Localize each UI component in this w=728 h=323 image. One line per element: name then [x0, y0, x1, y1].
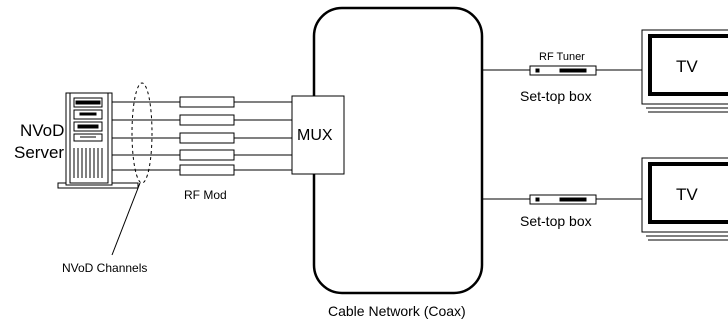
- server-computer: [58, 93, 138, 188]
- cable-network-label: Cable Network (Coax): [328, 303, 466, 319]
- settop-box-1: [530, 66, 596, 75]
- rf-modulators: [180, 97, 234, 175]
- settop-box-1-label: Set-top box: [520, 88, 592, 104]
- rf-modulator: [180, 165, 234, 175]
- settop-box-2-label: Set-top box: [520, 213, 592, 229]
- channels-pointer-line: [112, 183, 140, 255]
- server-label-line2: Server: [14, 143, 64, 162]
- rf-mod-label: RF Mod: [184, 188, 227, 202]
- tv-1-label: TV: [676, 57, 698, 76]
- rf-modulator: [180, 150, 234, 160]
- rf-tuner-label: RF Tuner: [539, 51, 585, 63]
- tv-2-label: TV: [676, 185, 698, 204]
- mux-label: MUX: [297, 127, 333, 144]
- rf-modulator: [180, 133, 234, 143]
- rf-modulator: [180, 97, 234, 107]
- settop-box-2: [530, 195, 596, 204]
- nvod-channels-label: NVoD Channels: [62, 261, 147, 275]
- channel-bundle-ellipse: [132, 83, 152, 183]
- rf-modulator: [180, 115, 234, 125]
- server-label-line1: NVoD: [20, 121, 64, 140]
